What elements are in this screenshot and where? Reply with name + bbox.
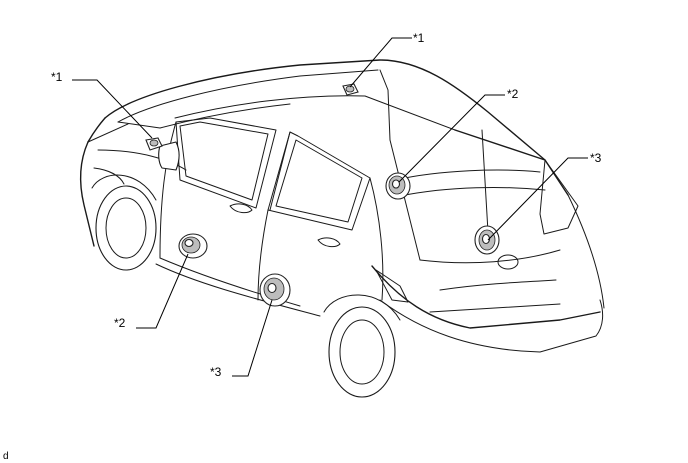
front-speaker-right-part <box>385 172 411 200</box>
callout-label-front-speaker-left: *2 <box>114 316 126 330</box>
callout-label-rear-speaker-left: *3 <box>210 365 222 379</box>
leader-rear-speaker-right <box>487 157 588 241</box>
figure-id: d <box>3 451 9 462</box>
vehicle-outline <box>79 59 605 398</box>
leader-front-speaker-left <box>136 253 189 329</box>
callout-leaders <box>72 37 588 377</box>
rear-speaker-left-part <box>259 273 291 307</box>
leader-front-speaker-right <box>398 94 505 183</box>
front-speaker-left-part <box>178 233 208 259</box>
tweeter-left-part <box>145 137 163 151</box>
callout-label-rear-speaker-right: *3 <box>590 151 602 165</box>
rear-speaker-right-part <box>474 225 500 255</box>
leader-tweeter-left <box>72 79 153 139</box>
leader-rear-speaker-left <box>232 299 273 377</box>
leader-tweeter-right <box>349 37 412 88</box>
tweeter-right-part <box>342 83 359 96</box>
callout-label-tweeter-left: *1 <box>51 70 63 84</box>
callout-label-front-speaker-right: *2 <box>507 87 519 101</box>
callout-label-tweeter-right: *1 <box>413 31 425 45</box>
